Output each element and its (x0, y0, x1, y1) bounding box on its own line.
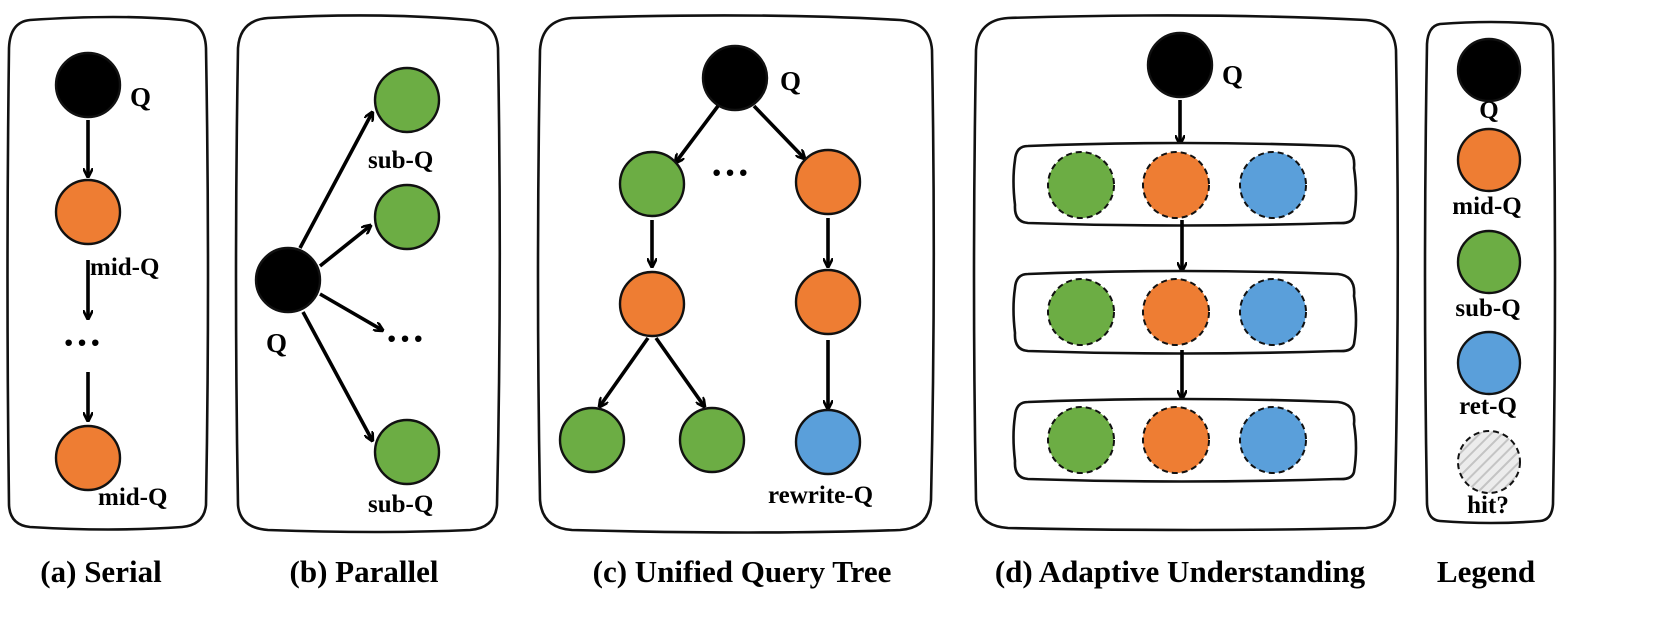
tree-frame (536, 14, 936, 534)
parallel-arrow-2 (318, 226, 370, 268)
adaptive-row-1-mid-q (1142, 151, 1210, 219)
adaptive-q-node (1146, 31, 1214, 99)
panel-tree: Q ··· rewrite-Q (536, 14, 936, 534)
tree-mid-q-node-top-right (794, 148, 862, 216)
adaptive-row-3-sub-q (1047, 406, 1115, 474)
adaptive-row-1-ret-q (1239, 151, 1307, 219)
panel-serial: Q mid-Q ··· mid-Q (6, 15, 210, 531)
caption-serial: (a) Serial (40, 554, 162, 589)
tree-rewrite-q-label: rewrite-Q (768, 482, 873, 509)
serial-mid-q-node-2 (54, 424, 122, 492)
adaptive-row-3-ret-q (1239, 406, 1307, 474)
parallel-frame (234, 14, 502, 534)
parallel-arrow-3 (319, 292, 382, 330)
tree-sub-q-node-bottom-mid (678, 406, 746, 474)
tree-arrow-q-right (752, 104, 804, 158)
panel-parallel: Q sub-Q ··· sub-Q (234, 14, 502, 534)
caption-legend: Legend (1437, 554, 1535, 589)
legend-q-label: Q (1479, 97, 1498, 124)
adaptive-row-2-mid-q (1142, 278, 1210, 346)
legend-ret-q-label: ret-Q (1459, 393, 1517, 420)
parallel-sub-q-node-1 (373, 66, 441, 134)
serial-q-node (54, 51, 122, 119)
legend-mid-q-node (1456, 127, 1522, 193)
panel-legend: Q mid-Q sub-Q ret-Q hit? (1423, 20, 1557, 525)
adaptive-q-label: Q (1222, 60, 1243, 90)
serial-frame (6, 15, 210, 531)
parallel-ellipsis: ··· (385, 316, 425, 361)
serial-q-label: Q (130, 82, 151, 112)
panel-adaptive: Q (972, 14, 1400, 532)
legend-ret-q-node (1456, 330, 1522, 396)
parallel-arrow-4 (301, 311, 372, 440)
serial-ellipsis: ··· (62, 320, 102, 365)
tree-mid-q-node-right (794, 268, 862, 336)
serial-mid-q-node-1 (54, 178, 122, 246)
legend-sub-q-label: sub-Q (1455, 295, 1520, 322)
tree-arrow-q-left (676, 104, 720, 162)
legend-hit-node (1457, 430, 1521, 494)
serial-mid-q-label-2: mid-Q (98, 484, 167, 511)
legend-q-node (1456, 37, 1522, 103)
tree-sub-q-node-bottom-left (558, 406, 626, 474)
parallel-q-label: Q (266, 328, 287, 358)
tree-arrow-split-left (600, 336, 650, 406)
tree-sub-q-node-top (618, 150, 686, 218)
legend-sub-q-node (1456, 229, 1522, 295)
serial-mid-q-label-1: mid-Q (90, 254, 159, 281)
parallel-sub-q-node-3 (373, 418, 441, 486)
adaptive-row-3-mid-q (1142, 406, 1210, 474)
legend-mid-q-label: mid-Q (1452, 193, 1521, 220)
tree-arrow-split-right (654, 336, 704, 406)
parallel-sub-q-node-2 (373, 183, 441, 251)
adaptive-row-2-ret-q (1239, 278, 1307, 346)
adaptive-row-1-sub-q (1047, 151, 1115, 219)
caption-adaptive: (d) Adaptive Understanding (995, 554, 1366, 589)
legend-hit-label: hit? (1467, 492, 1509, 519)
tree-ret-q-node (794, 408, 862, 476)
tree-mid-q-node-left (618, 270, 686, 338)
caption-parallel: (b) Parallel (290, 554, 439, 589)
parallel-sub-q-label-bottom: sub-Q (368, 491, 433, 518)
parallel-sub-q-label-top: sub-Q (368, 147, 433, 174)
tree-ellipsis: ··· (710, 150, 750, 195)
adaptive-row-2-sub-q (1047, 278, 1115, 346)
parallel-q-node (254, 246, 322, 314)
tree-q-label: Q (780, 66, 801, 96)
caption-tree: (c) Unified Query Tree (593, 554, 892, 589)
tree-q-node (701, 44, 769, 112)
parallel-arrow-1 (298, 113, 372, 249)
